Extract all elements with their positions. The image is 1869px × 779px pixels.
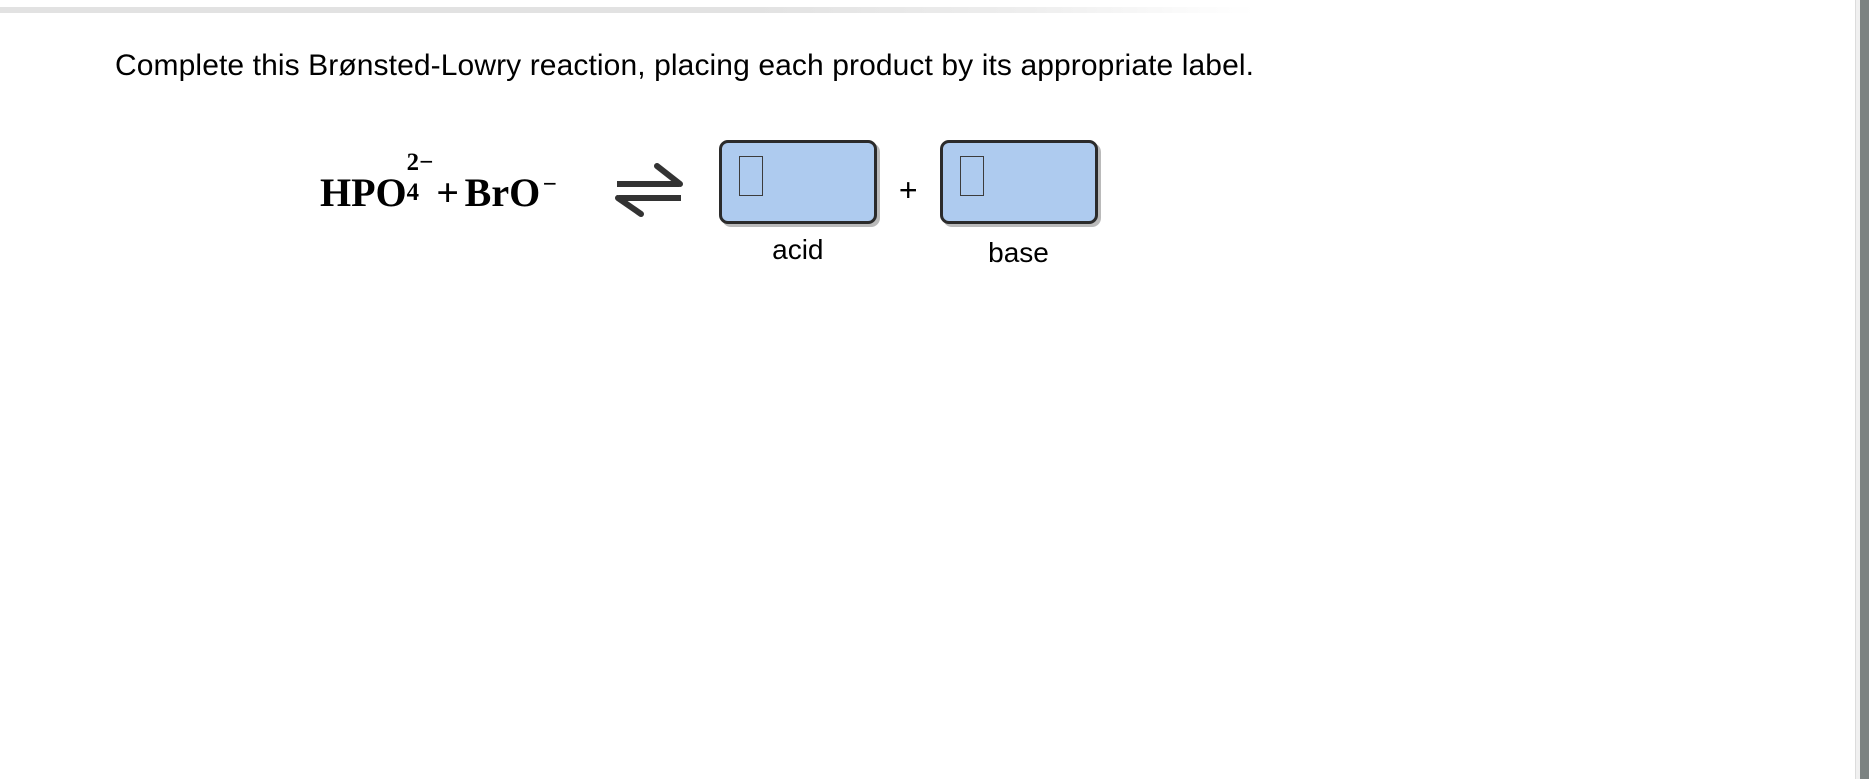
drop-placeholder-base[interactable] (959, 156, 984, 196)
reactant-1-subscript: 4 (406, 179, 420, 207)
acid-product-group: acid (718, 140, 877, 266)
drop-zone-base[interactable] (939, 140, 1098, 224)
label-base: base (988, 237, 1049, 268)
reactant-1-charge: 2− (406, 148, 434, 176)
vertical-scrollbar-thumb[interactable] (1860, 0, 1869, 779)
question-prompt: Complete this Brønsted-Lowry reaction, p… (115, 49, 1255, 82)
reactant-2-charge: − (542, 170, 557, 198)
products-plus-operator: + (898, 172, 918, 208)
equilibrium-arrow-icon (614, 163, 683, 217)
base-product-group: base (939, 140, 1098, 269)
drop-zone-acid[interactable] (718, 140, 877, 224)
drop-placeholder-acid[interactable] (738, 156, 763, 196)
vertical-scrollbar-track[interactable] (1855, 0, 1869, 779)
label-acid: acid (772, 234, 824, 265)
product-drop-zones: acid + base (718, 140, 1098, 269)
reactants-plus-operator: + (436, 170, 460, 215)
top-divider-rule (0, 7, 1255, 13)
reactant-1-charge-subscript: 2−4 (406, 150, 434, 207)
reactant-1-base: HPO (320, 170, 407, 215)
reactant-2-base: BrO (464, 170, 541, 215)
